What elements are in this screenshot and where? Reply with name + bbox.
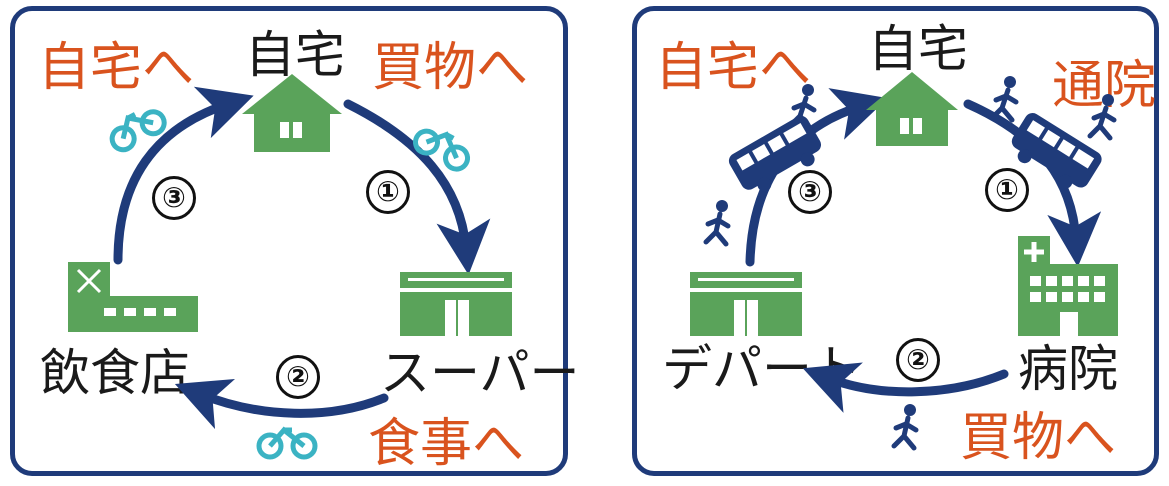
home-icon: [866, 72, 958, 146]
bicycle-icon: [413, 128, 471, 172]
dest-label-to-shopping-right: 買物へ: [960, 408, 1117, 468]
walking-person-icon: [1087, 94, 1117, 141]
bus-icon: [728, 115, 822, 192]
arrow-restaurant-to-home: [113, 86, 254, 265]
bicycle-icon: [109, 109, 167, 153]
arrow-hospital-to-department-store: [802, 362, 1009, 413]
node-label-home: 自宅: [245, 26, 345, 84]
node-label-restaurant: 飲食店: [40, 344, 190, 402]
walking-person-icon: [891, 404, 919, 451]
hospital-icon: [1018, 236, 1118, 336]
walking-person-icon: [787, 84, 817, 131]
dest-label-to-meal: 食事へ: [368, 414, 525, 474]
step-2-badge: ②: [276, 355, 320, 399]
step-1-badge-right: ①: [985, 168, 1029, 212]
node-label-hospital: 病院: [1018, 340, 1118, 398]
dest-label-to-shopping: 買物へ: [372, 38, 529, 98]
department-store-icon: [690, 272, 802, 336]
bus-icon: [1011, 113, 1102, 189]
arrow-home-to-supermarket: [343, 99, 491, 275]
step-3-badge: ③: [152, 176, 196, 220]
home-icon: [242, 74, 342, 152]
dest-label-to-home-right: 自宅へ: [655, 38, 812, 98]
step-3-badge-right: ③: [788, 170, 832, 214]
walking-person-icon: [703, 200, 731, 247]
bicycle-icon: [256, 426, 318, 460]
node-label-home-right: 自宅: [868, 20, 968, 78]
supermarket-icon: [400, 272, 512, 336]
step-1-badge: ①: [366, 170, 410, 214]
node-label-supermarket: スーパー: [380, 344, 580, 402]
dest-label-to-home: 自宅へ: [38, 38, 195, 98]
walking-person-icon: [989, 76, 1019, 123]
step-2-badge-right: ②: [896, 338, 940, 382]
restaurant-icon: [68, 262, 198, 332]
arrow-supermarket-to-restaurant: [174, 378, 389, 430]
